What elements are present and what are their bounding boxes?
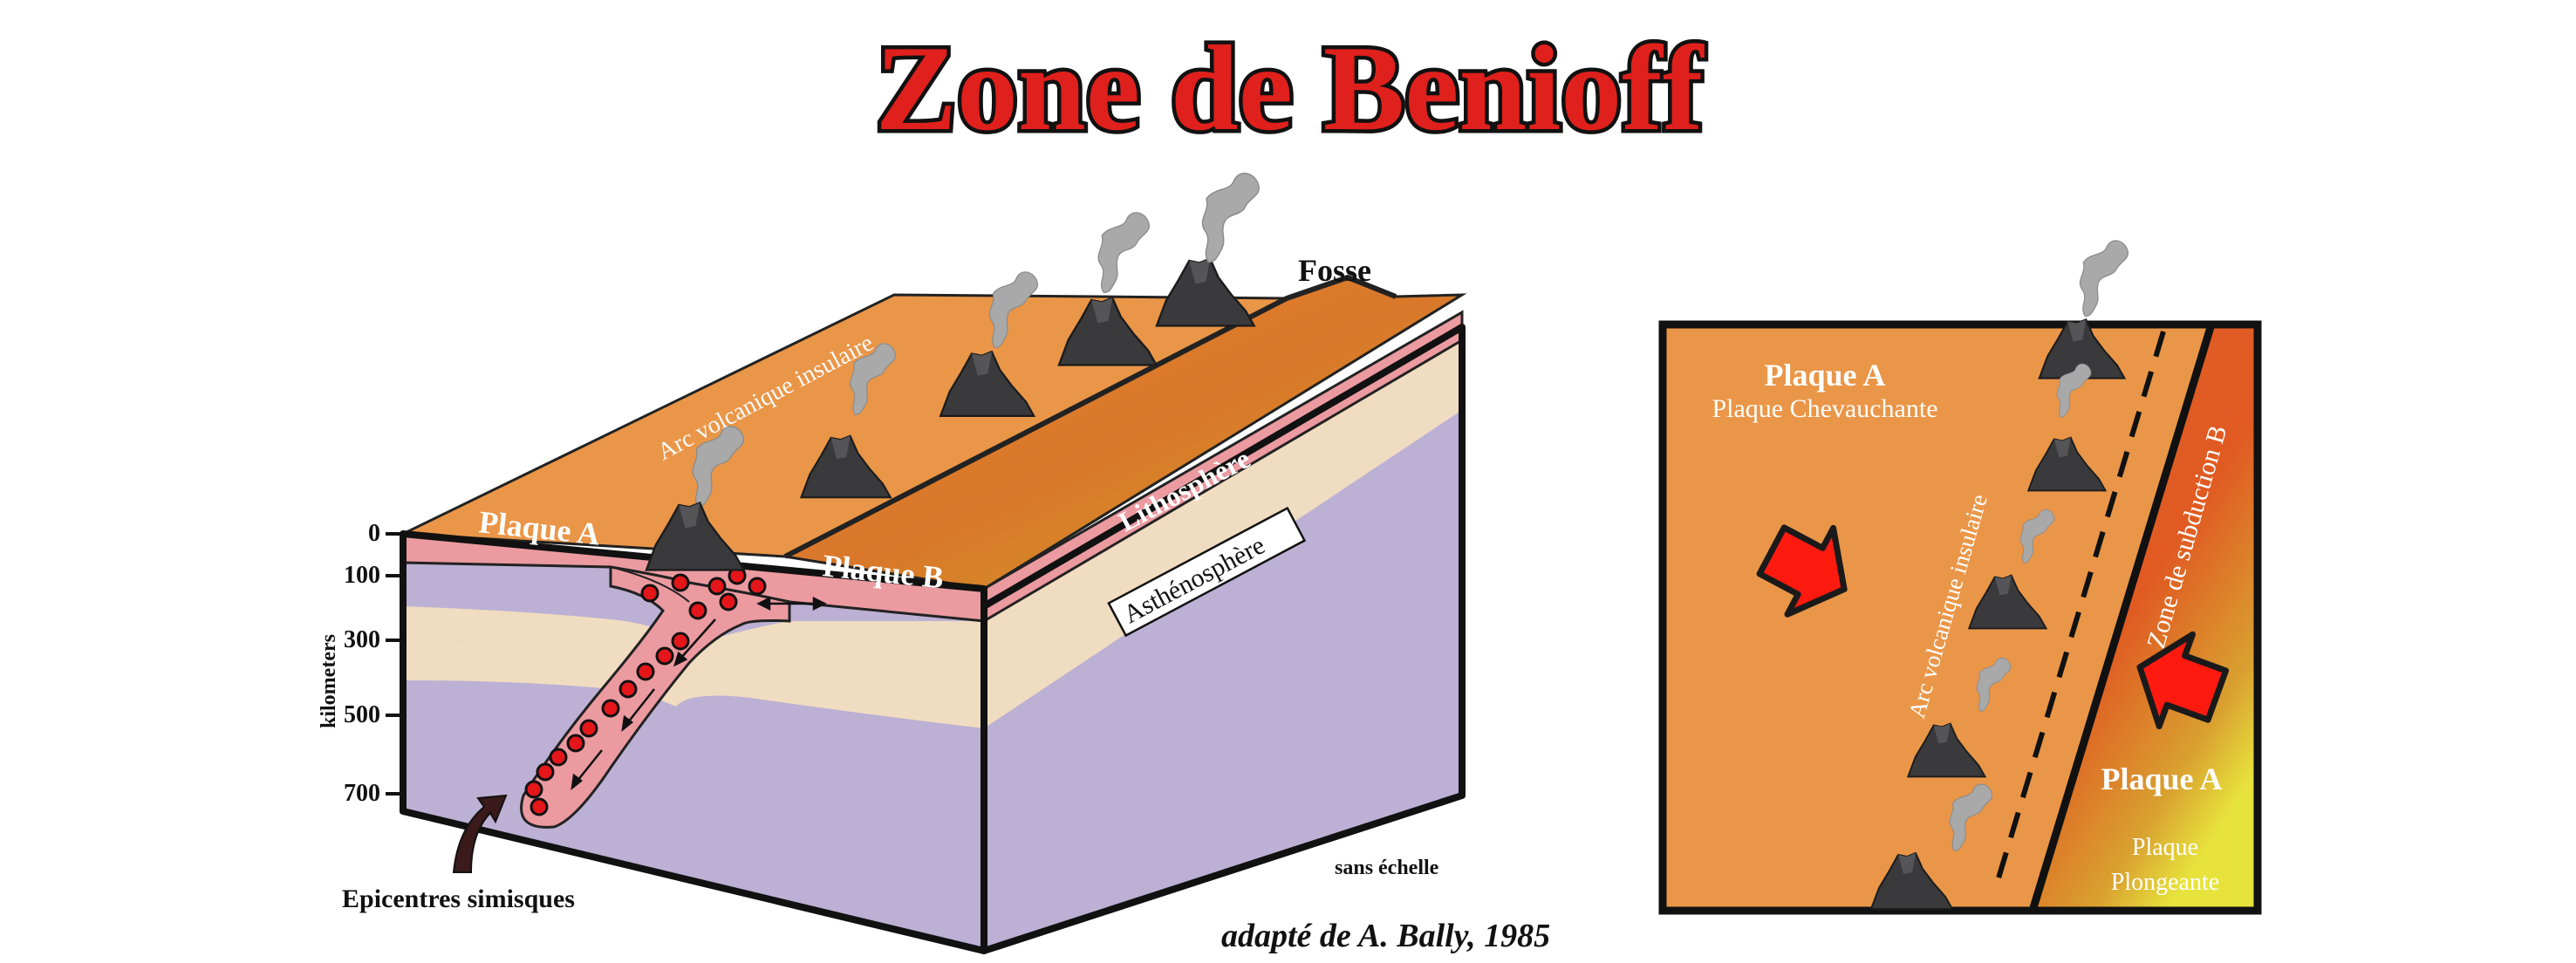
smoke-plume-icon xyxy=(1201,172,1260,263)
block-front-face xyxy=(400,530,987,954)
epicentre-dot-icon xyxy=(671,632,690,651)
epicentre-dot-icon xyxy=(636,662,655,681)
epicentre-dot-icon xyxy=(655,646,674,666)
credit-note: adapté de A. Bally, 1985 xyxy=(1221,918,1550,954)
map-frame xyxy=(1658,320,2262,915)
epicentre-dot-icon xyxy=(618,680,638,699)
depth-tick-100: 100 xyxy=(344,562,380,589)
trench-line xyxy=(783,274,1397,559)
epicentre-dot-icon xyxy=(640,584,659,603)
epicentre-dot-icon xyxy=(719,592,738,611)
epicentre-dot-icon xyxy=(688,601,707,620)
map-plate-b-area xyxy=(2033,324,2258,911)
map-plaque-a2-label: Plaque A xyxy=(2101,762,2222,796)
epicentres-pointer-arrow xyxy=(452,794,508,873)
fosse-label: Fosse xyxy=(1298,253,1371,288)
epicentre-dot-icon xyxy=(579,719,598,738)
epicentre-dot-icon xyxy=(601,699,620,718)
depth-axis-label: kilometers xyxy=(318,634,340,728)
epicentre-dot-icon xyxy=(748,577,767,596)
epicentre-dot-icon xyxy=(671,573,690,592)
epicentre-dot-icon xyxy=(566,734,585,753)
arc-dashed-line xyxy=(1995,331,2166,882)
depth-tick-300: 300 xyxy=(344,626,380,653)
depth-tick-0: 0 xyxy=(368,520,380,547)
depth-tick-500: 500 xyxy=(344,701,380,728)
scale-note: sans échelle xyxy=(1335,857,1439,879)
epicentre-dot-icon xyxy=(549,748,568,767)
map-view: Plaque A Plaque Chevauchante Arc volcani… xyxy=(1658,240,2262,915)
epicentres-label: Epicentres simisques xyxy=(342,884,575,913)
epicentres xyxy=(524,566,767,816)
epicentre-dot-icon xyxy=(524,780,543,799)
map-plaque-a-sub: Plaque Chevauchante xyxy=(1712,394,1937,423)
map-plaque-a-label: Plaque A xyxy=(1764,358,1885,393)
epicentre-dot-icon xyxy=(530,797,549,816)
slab-motion-arrows xyxy=(571,596,827,790)
volcano-icon xyxy=(1155,257,1255,327)
smoke-plume-icon xyxy=(2079,240,2129,317)
depth-axis: 0 100 300 500 700 kilometers xyxy=(318,520,403,807)
map-plaque-a2-sub2: Plongeante xyxy=(2111,869,2219,896)
subduction-line xyxy=(2028,323,2216,912)
block-diagram: Fosse Arc volcanique insulaire Plaque A … xyxy=(318,172,1467,954)
page-title: Zone de Benioff xyxy=(876,21,1705,156)
map-plaque-a2-sub1: Plaque xyxy=(2132,834,2198,861)
smoke-plume-icon xyxy=(1097,212,1151,294)
epicentre-dot-icon xyxy=(536,762,555,782)
depth-tick-700: 700 xyxy=(344,780,380,807)
epicentre-dot-icon xyxy=(707,577,727,596)
